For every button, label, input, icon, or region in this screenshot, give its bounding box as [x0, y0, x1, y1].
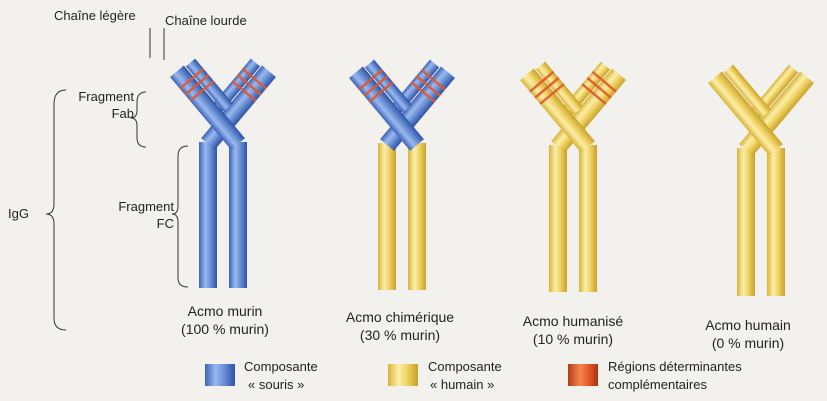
caption-murin-detail: (100 % murin): [150, 320, 300, 338]
caption-humain-detail: (0 % murin): [678, 334, 818, 352]
fc-label-line2: FC: [98, 216, 174, 231]
antibody-humanise: [520, 60, 626, 292]
fc-bracket: [172, 146, 188, 287]
caption-murin-name: Acmo murin: [150, 302, 300, 320]
igg-bracket: [46, 90, 66, 330]
caption-humanise: Acmo humanisé (10 % murin): [498, 312, 648, 348]
human-swatch: [388, 364, 418, 386]
fc-chain-2: [408, 143, 426, 290]
fc-chain-2: [767, 148, 785, 296]
caption-humain-name: Acmo humain: [678, 316, 818, 334]
fc-chain-1: [737, 148, 755, 296]
igg-label: IgG: [8, 206, 29, 221]
fc-label-line1: Fragment: [98, 199, 174, 214]
caption-chimerique-detail: (30 % murin): [320, 326, 480, 344]
fc-chain-2: [579, 145, 597, 292]
legend-human-line1: Composante: [428, 359, 502, 375]
light-chain-label: Chaîne légère: [54, 8, 136, 23]
legend-cdr-line2: complémentaires: [608, 377, 707, 393]
caption-chimerique: Acmo chimérique (30 % murin): [320, 308, 480, 344]
legend-cdr-line1: Régions déterminantes: [608, 359, 742, 375]
caption-humanise-name: Acmo humanisé: [498, 312, 648, 330]
legend-mouse-line2: « souris »: [248, 377, 304, 393]
fc-chain-1: [378, 143, 396, 290]
caption-humanise-detail: (10 % murin): [498, 330, 648, 348]
legend-mouse-line1: Composante: [244, 359, 318, 375]
chain-leader-lines: [150, 28, 164, 60]
fc-chain-2: [229, 142, 247, 288]
caption-chimerique-name: Acmo chimérique: [320, 308, 480, 326]
mouse-swatch: [205, 364, 235, 386]
fab-label-line1: Fragment: [62, 89, 134, 104]
caption-murin: Acmo murin (100 % murin): [150, 302, 300, 338]
heavy-chain-label: Chaîne lourde: [165, 13, 247, 28]
antibody-murin: [170, 57, 276, 288]
fab-label-line2: Fab: [62, 106, 134, 121]
fc-chain-1: [549, 145, 567, 292]
antibody-humain: [708, 63, 814, 296]
fc-chain-1: [199, 142, 217, 288]
legend-human-line2: « humain »: [430, 377, 494, 393]
caption-humain: Acmo humain (0 % murin): [678, 316, 818, 352]
antibody-chimerique: [349, 58, 455, 290]
cdr-swatch: [568, 364, 598, 386]
